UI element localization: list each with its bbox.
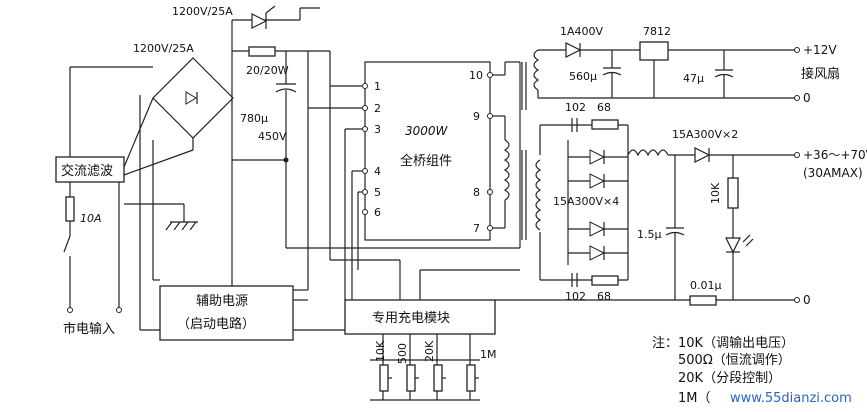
indicator-resistor-label: 10K: [709, 182, 722, 204]
output-diode-label: 15A300V×2: [672, 128, 738, 141]
ground-symbol: [124, 203, 198, 231]
regulator-7812: [639, 41, 669, 61]
pot-10k-label: 10K: [374, 340, 387, 362]
ac-filter-label: 交流滤波: [61, 163, 113, 179]
aux-power-label: 辅助电源: [196, 294, 248, 309]
fan-diode: [565, 42, 582, 58]
cap-bulk-voltage: 450V: [258, 130, 287, 143]
out-positive-label: +36～+70V: [803, 148, 867, 162]
out-current-label: (30AMAX): [803, 166, 863, 180]
note-line-2: 500Ω（恒流调作）: [678, 353, 791, 368]
regulator-label: 7812: [643, 25, 671, 38]
site-watermark: www.55dianzi.com: [730, 391, 852, 406]
snubber-cap-top-label: 102: [565, 101, 586, 114]
fan-transformer: [521, 49, 540, 110]
ac-filter-box: [55, 156, 125, 183]
fan-label: 接风扇: [801, 66, 840, 82]
cap-560: [602, 50, 622, 98]
pot-20k-label: 20K: [423, 340, 436, 362]
snubber-res-top: [591, 119, 619, 130]
cap-560-label: 560μ: [569, 70, 597, 83]
module-right-pins: 10 9 8 7: [469, 69, 493, 235]
pin-5-label: 5: [374, 186, 381, 199]
indicator-resistor: [727, 177, 739, 209]
primary-inductor: [503, 139, 510, 201]
fuse: [65, 196, 75, 222]
note-line-4: 1M（: [678, 391, 711, 406]
rectifier-diodes-label: 15A300V×4: [553, 195, 619, 208]
snubber-res-bottom-label: 68: [597, 290, 611, 303]
potentiometer-group: [370, 334, 480, 401]
bridge-rating-label: 1200V/25A: [133, 42, 194, 55]
output-choke: [627, 149, 669, 157]
pin-2-label: 2: [374, 102, 381, 115]
fuse-label: 10A: [80, 212, 102, 225]
snubber-cap-bottom-label: 102: [565, 290, 586, 303]
aux-power-box: [159, 285, 294, 341]
pin-7-label: 7: [473, 222, 480, 235]
cap-1-5: [665, 155, 685, 300]
resistor-20ohm-label: 20/20W: [246, 64, 289, 77]
pin-1-label: 1: [374, 80, 381, 93]
cap-0-01-label: 0.01μ: [690, 279, 722, 292]
bridge-rectifier-symbol: [152, 57, 234, 139]
resistor-20ohm: [248, 46, 276, 57]
output-diode: [694, 147, 711, 163]
cap-1-5-label: 1.5μ: [637, 228, 662, 241]
pin-3-label: 3: [374, 123, 381, 136]
pin-8-label: 8: [473, 186, 480, 199]
aux-power-sub-label: （启动电路）: [177, 316, 255, 332]
note-line-1: 注：10K（调输出电压）: [652, 335, 794, 351]
pin-6-label: 6: [374, 206, 381, 219]
pot-500-label: 500: [396, 343, 409, 364]
sense-resistor: [689, 295, 717, 306]
pin-4-label: 4: [374, 165, 381, 178]
fan-diode-label: 1A400V: [560, 25, 604, 38]
module-left-pins: 1 2 3 4 5 6: [362, 80, 381, 219]
cap-bulk-label: 780μ: [240, 112, 268, 125]
rectifier-diodes: [567, 125, 629, 280]
pot-1m-label: 1M: [480, 348, 497, 361]
thyristor-rating-label: 1200V/25A: [172, 5, 233, 18]
charge-module-label: 专用充电模块: [372, 310, 450, 326]
thyristor-symbol: [231, 5, 320, 45]
module-name-label: 全桥组件: [400, 153, 452, 169]
indicator-led: [725, 234, 754, 254]
full-bridge-module: [364, 61, 491, 241]
pin-9-label: 9: [473, 110, 480, 123]
pin-10-label: 10: [469, 69, 483, 82]
cap-47-label: 47μ: [683, 72, 704, 85]
mains-input-label: 市电输入: [63, 321, 115, 337]
cap-47: [714, 50, 734, 98]
note-line-3: 20K（分段控制）: [678, 371, 781, 386]
snubber-res-top-label: 68: [597, 101, 611, 114]
out-12v-label: +12V: [803, 43, 837, 57]
out-0-bottom-label: 0: [803, 293, 811, 307]
snubber-res-bottom: [591, 275, 619, 286]
capacitor-bulk: [275, 51, 297, 160]
main-transformer: [521, 150, 542, 240]
out-0-top-label: 0: [803, 91, 811, 105]
module-power-label: 3000W: [405, 124, 449, 138]
